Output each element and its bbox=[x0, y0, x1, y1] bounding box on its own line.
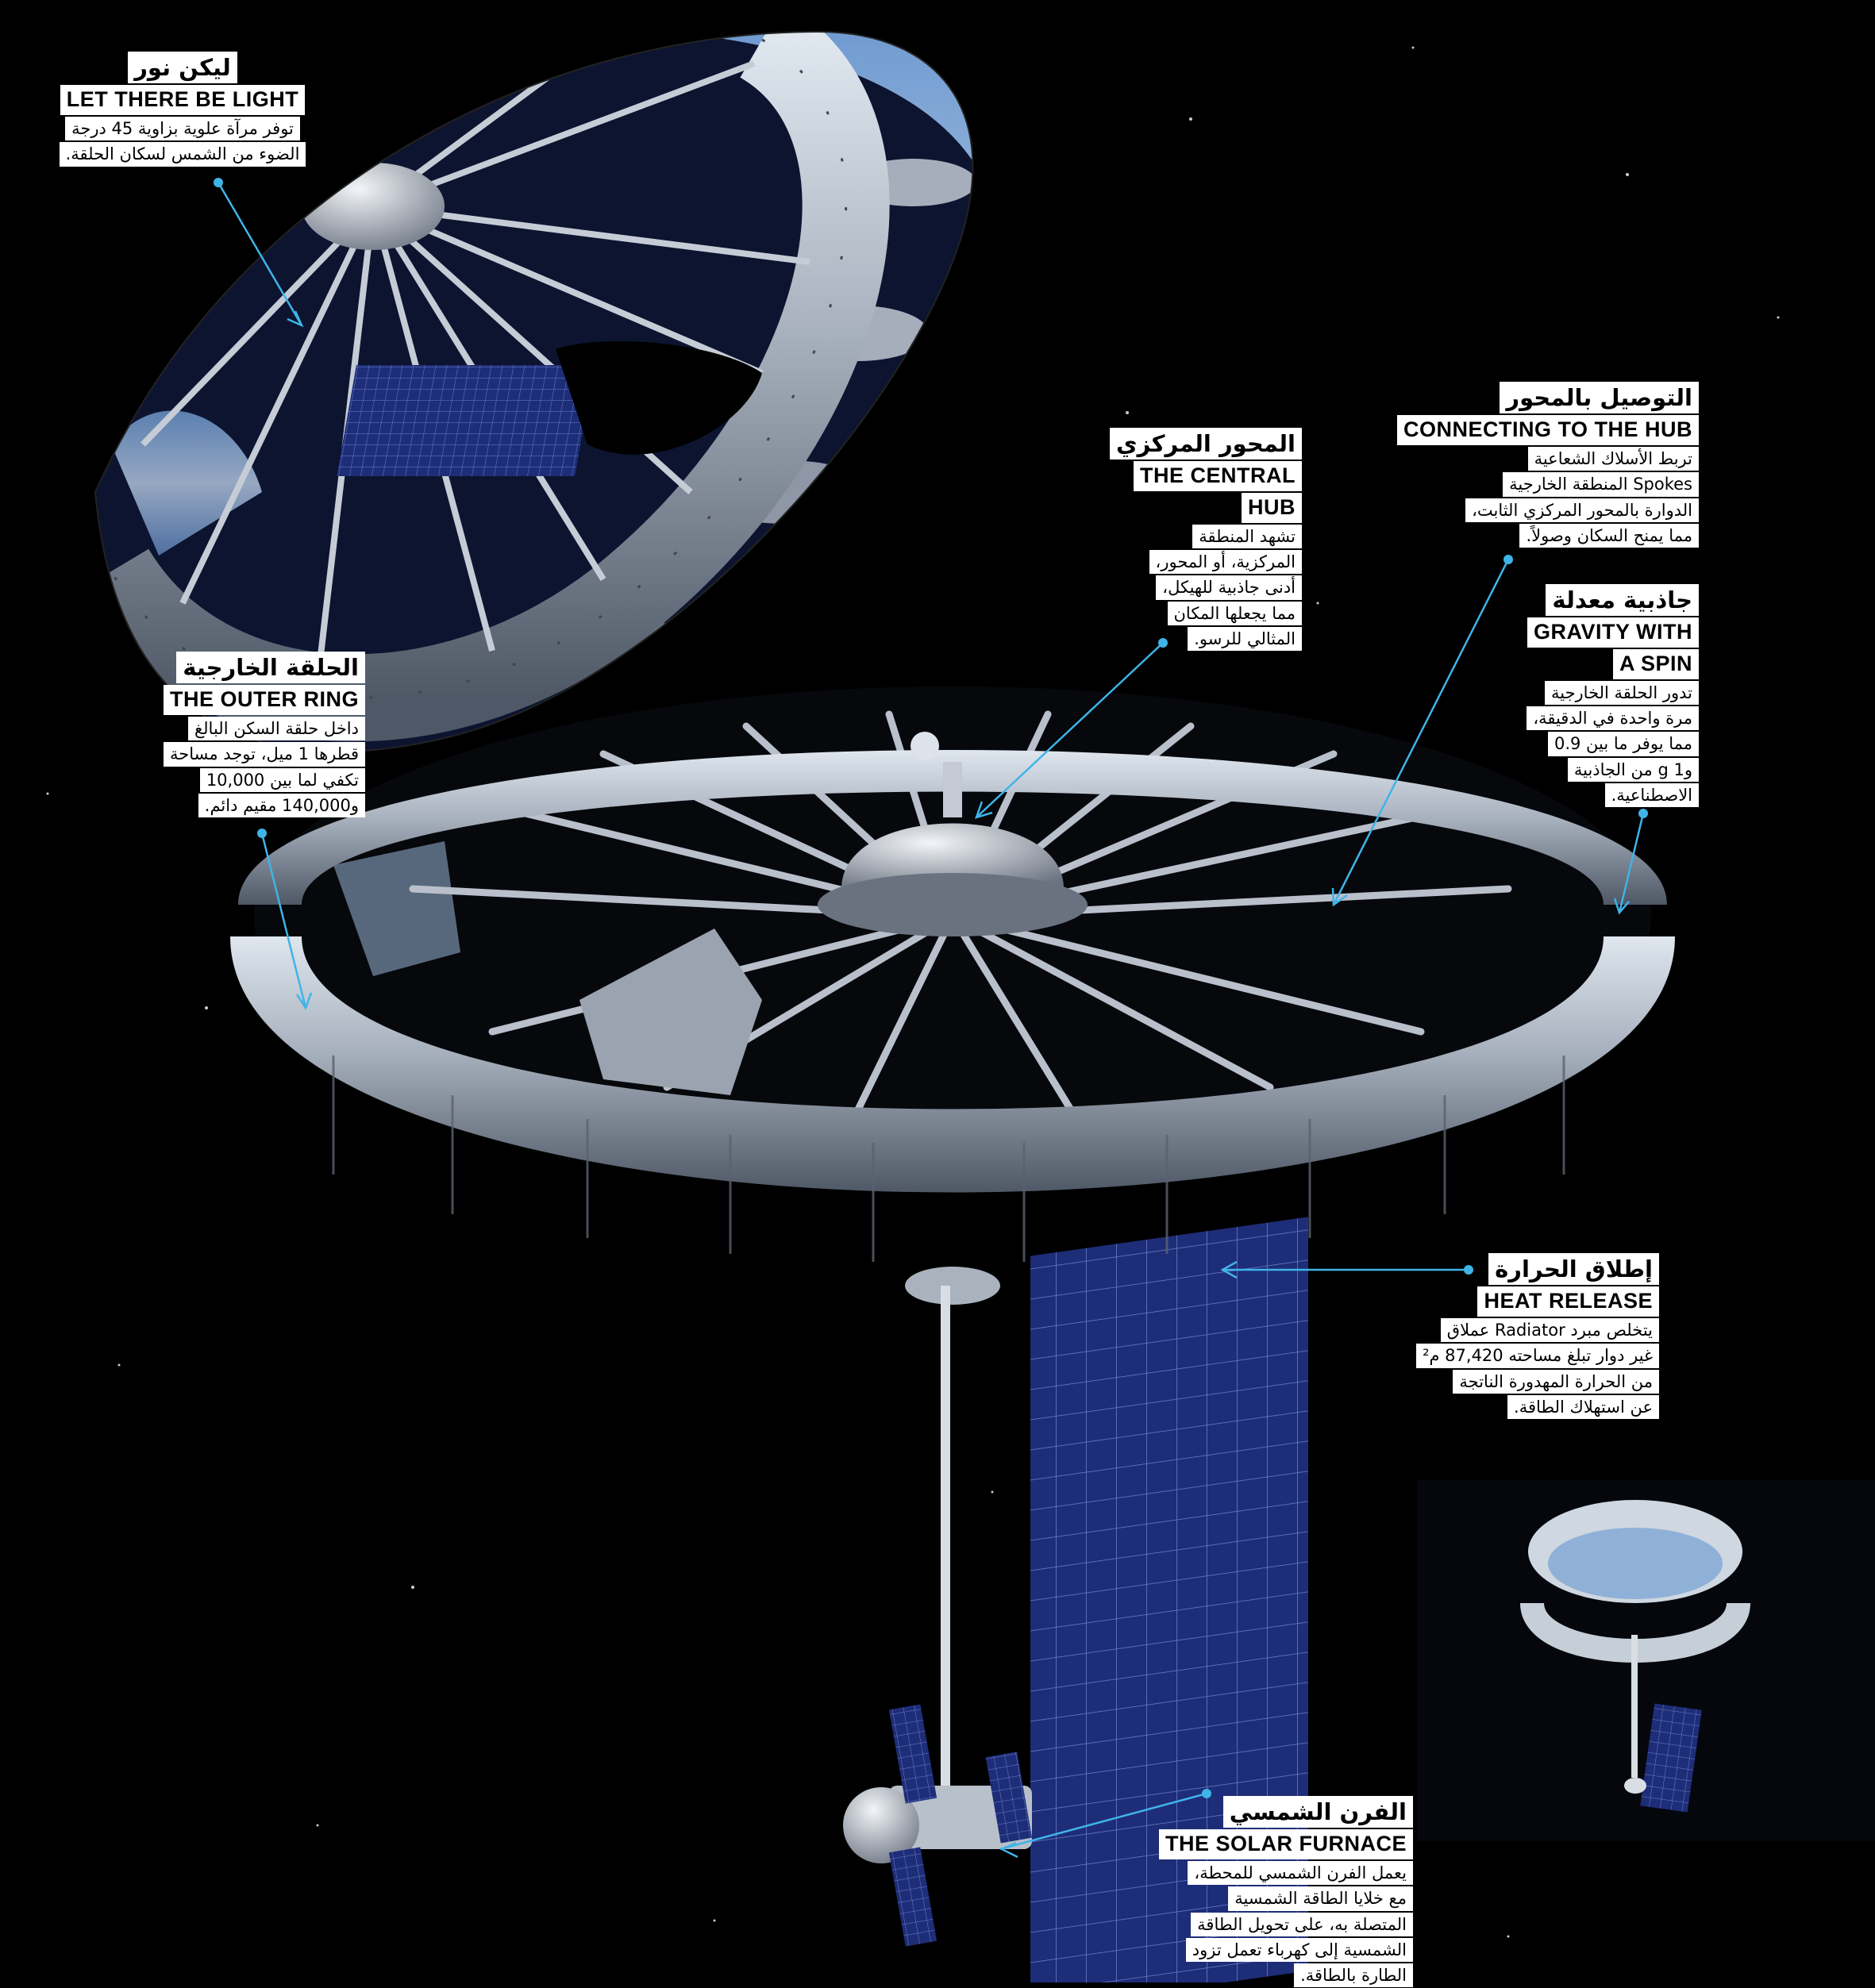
leader-dots bbox=[214, 178, 1648, 1798]
callout-central-hub: المحور المركزي THE CENTRAL HUB تشهد المن… bbox=[1110, 427, 1302, 652]
callout-body-line: الاصطناعية. bbox=[1604, 783, 1699, 807]
callout-connecting-hub: التوصيل بالمحور CONNECTING TO THE HUB تر… bbox=[1396, 381, 1699, 548]
callout-body-line: من الحرارة المهدورة الناتجة bbox=[1453, 1369, 1659, 1394]
callout-body-line: المثالي للرسو. bbox=[1188, 626, 1302, 651]
callout-body-line: المتصلة به، على تحويل الطاقة bbox=[1191, 1912, 1413, 1936]
callout-title-ar: التوصيل بالمحور bbox=[1500, 382, 1699, 414]
callout-body-line: غير دوار تبلغ مساحته 87,420 م² bbox=[1416, 1344, 1659, 1368]
callout-body-line: تشهد المنطقة bbox=[1192, 524, 1302, 548]
callout-body-line: قطرها 1 ميل، توجد مساحة bbox=[164, 742, 365, 767]
callout-body-line: تكفي لما بين 10,000 bbox=[199, 767, 365, 792]
callout-let-there-be-light: ليكن نور LET THERE BE LIGHT توفر مرآة عل… bbox=[32, 51, 333, 167]
callout-title-ar: الحلقة الخارجية bbox=[176, 652, 365, 684]
callout-body-line: توفر مرآة علوية بزاوية 45 درجة bbox=[65, 117, 300, 141]
callout-title-en: HEAT RELEASE bbox=[1477, 1286, 1659, 1317]
callout-outer-ring: الحلقة الخارجية THE OUTER RING داخل حلقة… bbox=[111, 651, 365, 818]
callout-body-line: و1 g من الجاذبية bbox=[1567, 757, 1699, 782]
callout-body-line: مما يوفر ما بين 0.9 bbox=[1547, 732, 1699, 756]
callout-body-line: مما يجعلها المكان bbox=[1167, 601, 1302, 625]
callout-title-en: THE SOLAR FURNACE bbox=[1159, 1829, 1413, 1859]
callout-body-line: الضوء من الشمس لسكان الحلقة. bbox=[59, 142, 306, 167]
callout-title-ar: الفرن الشمسي bbox=[1222, 1796, 1413, 1828]
callout-body-line: يتخلص مبرد Radiator عملاق bbox=[1440, 1318, 1659, 1343]
callout-title-ar: جاذبية معدلة bbox=[1546, 584, 1699, 617]
callout-gravity-spin: جاذبية معدلة GRAVITY WITH A SPIN تدور ال… bbox=[1492, 583, 1699, 808]
inset-exterior-view bbox=[1417, 1480, 1875, 1841]
callout-body-line: مع خلايا الطاقة الشمسية bbox=[1228, 1886, 1413, 1911]
callout-title-en: THE CENTRAL bbox=[1134, 461, 1302, 491]
callout-body-line: المركزية، أو المحور، bbox=[1149, 550, 1302, 575]
callout-title-en: A SPIN bbox=[1612, 649, 1699, 679]
callout-body-line: مرة واحدة في الدقيقة، bbox=[1527, 706, 1699, 731]
callout-body-line: عن استهلاك الطاقة. bbox=[1507, 1394, 1659, 1419]
callout-body-line: مما يمنح السكان وصولاً. bbox=[1519, 523, 1699, 548]
leader-lines bbox=[217, 182, 1645, 1859]
callout-title-en: GRAVITY WITH bbox=[1527, 617, 1699, 648]
callout-title-ar: إطلاق الحرارة bbox=[1488, 1253, 1659, 1286]
callout-body-line: تدور الحلقة الخارجية bbox=[1544, 680, 1699, 705]
callout-title-en: THE OUTER RING bbox=[163, 685, 365, 715]
callout-body-line: الشمسية إلى كهرباء تعمل تزود bbox=[1185, 1937, 1413, 1962]
callout-body-line: تربط الأسلاك الشعاعية bbox=[1527, 447, 1699, 471]
callout-title-en: HUB bbox=[1242, 493, 1302, 523]
callout-title-ar: المحور المركزي bbox=[1110, 428, 1302, 460]
callout-heat-release: إطلاق الحرارة HEAT RELEASE يتخلص مبرد Ra… bbox=[1342, 1252, 1659, 1420]
callout-title-en: LET THERE BE LIGHT bbox=[60, 85, 306, 115]
callout-body-line: الطارة بالطاقة. bbox=[1294, 1963, 1413, 1988]
callout-body-line: و140,000 مقيم دائم. bbox=[198, 793, 365, 817]
callout-title-ar: ليكن نور bbox=[128, 52, 237, 84]
callout-solar-furnace: الفرن الشمسي THE SOLAR FURNACE يعمل الفر… bbox=[1111, 1795, 1413, 1988]
callout-body-line: داخل حلقة السكن البالغ bbox=[187, 717, 365, 741]
callout-body-line: الدوارة بالمحور المركزي الثابت، bbox=[1465, 498, 1699, 522]
callout-body-line: أدنى جاذبية للهيكل، bbox=[1156, 575, 1302, 600]
callout-body-line: يعمل الفرن الشمسي للمحطة، bbox=[1188, 1861, 1413, 1886]
callout-body-line: Spokes المنطقة الخارجية bbox=[1503, 472, 1699, 497]
callout-title-en: CONNECTING TO THE HUB bbox=[1396, 415, 1699, 445]
